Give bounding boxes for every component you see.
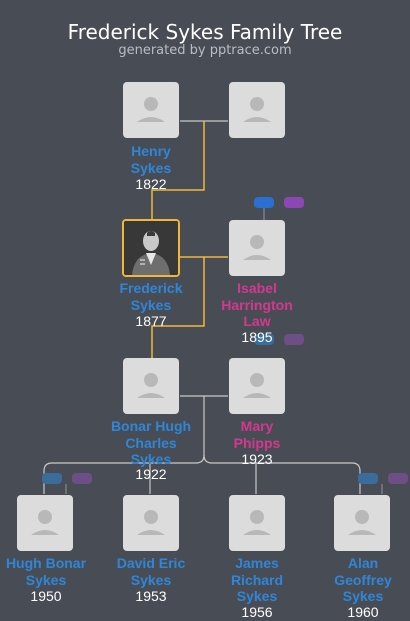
person-year-bonar: 1922 — [135, 466, 167, 482]
person-silhouette-icon — [137, 510, 165, 535]
children-line-right — [203, 454, 361, 494]
person-silhouette-icon — [243, 510, 271, 535]
person-silhouette-icon — [348, 510, 376, 535]
person-card-james[interactable] — [229, 495, 285, 551]
person-year-james: 1956 — [241, 604, 273, 620]
marriage-dot-blue[interactable] — [254, 197, 274, 208]
person-year-hugh: 1950 — [30, 588, 62, 604]
person-silhouette-icon — [243, 373, 271, 398]
marriage-dot-purple[interactable] — [72, 473, 92, 484]
ancestor-line-frederick-bonar — [151, 257, 205, 358]
page-title: Frederick Sykes Family Tree — [67, 20, 343, 44]
person-card-henry-spouse[interactable] — [229, 82, 285, 138]
person-silhouette-icon — [31, 510, 59, 535]
person-card-bonar[interactable] — [123, 358, 179, 414]
person-card-frederick[interactable] — [122, 219, 180, 277]
person-card-david[interactable] — [123, 495, 179, 551]
person-year-henry: 1822 — [135, 176, 167, 192]
marriage-dot-blue[interactable] — [254, 334, 274, 345]
person-card-isabel[interactable] — [229, 220, 285, 276]
person-card-alan[interactable] — [334, 495, 390, 551]
marriage-dot-blue[interactable] — [42, 473, 62, 484]
portrait-photo — [124, 221, 178, 275]
person-year-alan: 1960 — [347, 604, 379, 620]
person-year-frederick: 1877 — [135, 313, 167, 329]
person-silhouette-icon — [243, 235, 271, 260]
person-card-henry[interactable] — [123, 82, 179, 138]
person-silhouette-icon — [137, 373, 165, 398]
marriage-dot-purple[interactable] — [284, 334, 304, 345]
person-year-isabel: 1895 — [241, 329, 273, 345]
person-year-mary: 1923 — [241, 451, 273, 467]
children-line-left — [43, 396, 205, 494]
page-subtitle: generated by pptrace.com — [118, 43, 292, 58]
ancestor-line-henry-frederick — [151, 121, 205, 219]
person-card-mary[interactable] — [229, 358, 285, 414]
person-card-hugh[interactable] — [17, 495, 73, 551]
marriage-dot-purple[interactable] — [284, 197, 304, 208]
person-year-david: 1953 — [135, 588, 167, 604]
marriage-dot-blue[interactable] — [358, 473, 378, 484]
person-silhouette-icon — [243, 97, 271, 122]
person-silhouette-icon — [137, 97, 165, 122]
marriage-dot-purple[interactable] — [388, 473, 408, 484]
